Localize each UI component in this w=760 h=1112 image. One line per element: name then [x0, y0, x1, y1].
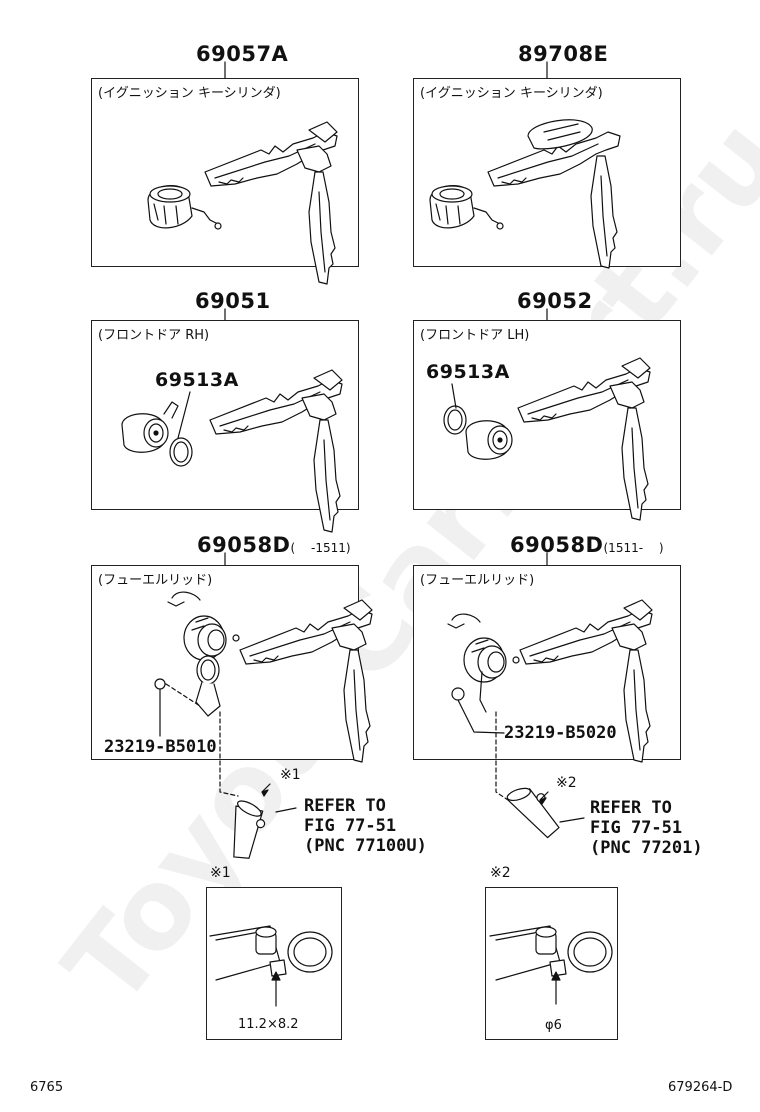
panel-fuel-lid-early: (フューエルリッド) — [91, 565, 359, 760]
panel-caption: (フロントドア LH) — [420, 328, 530, 343]
part-number-text: 69058D — [197, 533, 291, 557]
part-label-23219-b5010: 23219-B5010 — [104, 737, 217, 757]
panel-caption: (フロントドア RH) — [98, 328, 210, 343]
panel-caption: (イグニッション キーシリンダ) — [98, 86, 281, 101]
panel-caption: (イグニッション キーシリンダ) — [420, 86, 603, 101]
date-range: (1511- ) — [603, 541, 664, 555]
refer-line: (PNC 77100U) — [304, 836, 427, 856]
refer-line: REFER TO — [590, 798, 672, 818]
reference-mark-2: ※2 — [556, 775, 577, 791]
part-label-23219-b5020: 23219-B5020 — [504, 723, 617, 743]
refer-text-1: REFER TO FIG 77-51 (PNC 77100U) — [304, 796, 427, 856]
detail-dimension-2: φ6 — [545, 1018, 562, 1033]
part-label-69513a-rh: 69513A — [155, 369, 239, 391]
part-number-69058d-late: 69058D(1511- ) — [510, 533, 664, 557]
part-number-69057a: 69057A — [196, 42, 289, 66]
part-number-text: 69058D — [510, 533, 604, 557]
refer-line: FIG 77-51 — [304, 816, 397, 836]
panel-caption: (フューエルリッド) — [98, 573, 213, 588]
footer-page-number: 6765 — [30, 1080, 64, 1095]
footer-figure-code: 679264-D — [668, 1080, 733, 1095]
part-number-69051: 69051 — [195, 289, 271, 313]
part-number-69052: 69052 — [517, 289, 593, 313]
refer-line: FIG 77-51 — [590, 818, 683, 838]
reference-mark-1: ※1 — [280, 767, 301, 783]
part-number-69058d-early: 69058D( -1511) — [197, 533, 351, 557]
detail-mark-2: ※2 — [490, 865, 511, 881]
part-number-89708e: 89708E — [518, 42, 609, 66]
detail-dimension-1: 11.2×8.2 — [238, 1017, 299, 1032]
refer-line: REFER TO — [304, 796, 386, 816]
refer-text-2: REFER TO FIG 77-51 (PNC 77201) — [590, 798, 703, 858]
part-label-69513a-lh: 69513A — [426, 361, 510, 383]
panel-caption: (フューエルリッド) — [420, 573, 535, 588]
refer-line: (PNC 77201) — [590, 838, 703, 858]
detail-mark-1: ※1 — [210, 865, 231, 881]
date-range: ( -1511) — [290, 541, 351, 555]
